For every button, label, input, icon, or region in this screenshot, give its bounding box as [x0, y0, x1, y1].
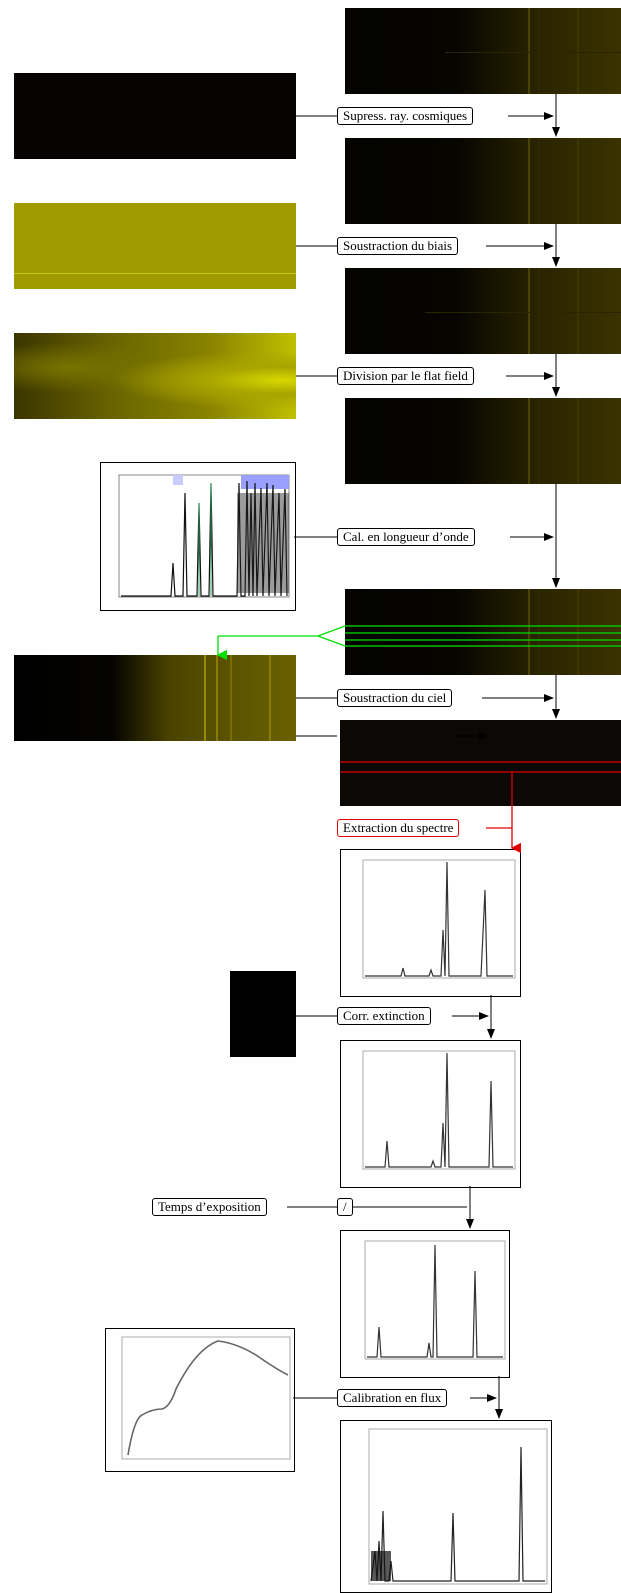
raw-frame: [345, 8, 621, 94]
cosmic-cleaned-frame: [345, 138, 621, 224]
extracted-spectrum-plot: [340, 849, 521, 997]
flat-corrected-frame: [345, 398, 621, 484]
bias-frame: [14, 203, 296, 289]
flat-field-frame: [14, 333, 296, 419]
extinction-table-image: [230, 971, 296, 1057]
divide-operator-box: /: [337, 1198, 353, 1216]
wavelength-calibrated-frame: [345, 589, 621, 675]
arc-lamp-spectrum-plot: [100, 462, 296, 611]
sensitivity-curve-plot: [105, 1328, 295, 1472]
cosmic-ray-map: [14, 73, 296, 159]
step-bias-subtraction: Soustraction du biais: [337, 237, 459, 255]
exposure-normalized-spectrum-plot: [340, 1230, 510, 1378]
step-extinction-correction-label: Corr. extinction: [337, 1007, 431, 1025]
bias-subtracted-frame: [345, 268, 621, 354]
exposure-time-box: Temps d’exposition: [152, 1198, 267, 1216]
step-cosmic-ray-removal: Supress. ray. cosmiques: [337, 107, 474, 125]
extinction-corrected-spectrum-plot: [340, 1040, 521, 1188]
step-flat-field-division: Division par le flat field: [337, 367, 474, 385]
step-sky-subtraction: Soustraction du ciel: [337, 689, 453, 707]
flux-calibrated-spectrum-plot: [340, 1420, 552, 1593]
step-flux-calibration: Calibration en flux: [337, 1389, 448, 1407]
step-wavelength-calibration: Cal. en longueur d’onde: [337, 528, 475, 546]
step-spectrum-extraction: Extraction du spectre: [337, 819, 460, 837]
sky-spectrum-frame: [14, 655, 296, 741]
